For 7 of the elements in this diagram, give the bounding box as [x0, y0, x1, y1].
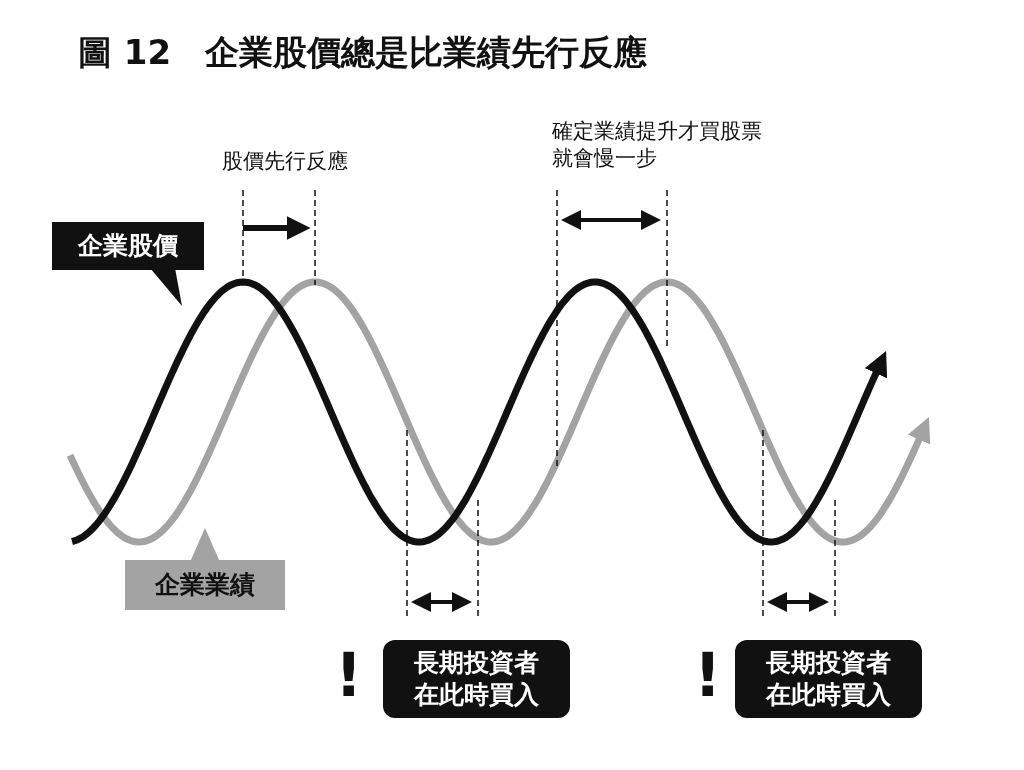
- diagram-title: 圖 12 企業股價總是比業績先行反應: [78, 31, 648, 74]
- annotation-label: 股價先行反應: [222, 148, 349, 175]
- exclamation-mark: !: [335, 645, 363, 705]
- buy-point-box: 長期投資者在此時買入: [383, 640, 570, 718]
- exclamation-mark: !: [694, 645, 722, 705]
- buy-point-box: 長期投資者在此時買入: [735, 640, 922, 718]
- annotation-label: 確定業績提升才買股票就會慢一步: [552, 118, 763, 173]
